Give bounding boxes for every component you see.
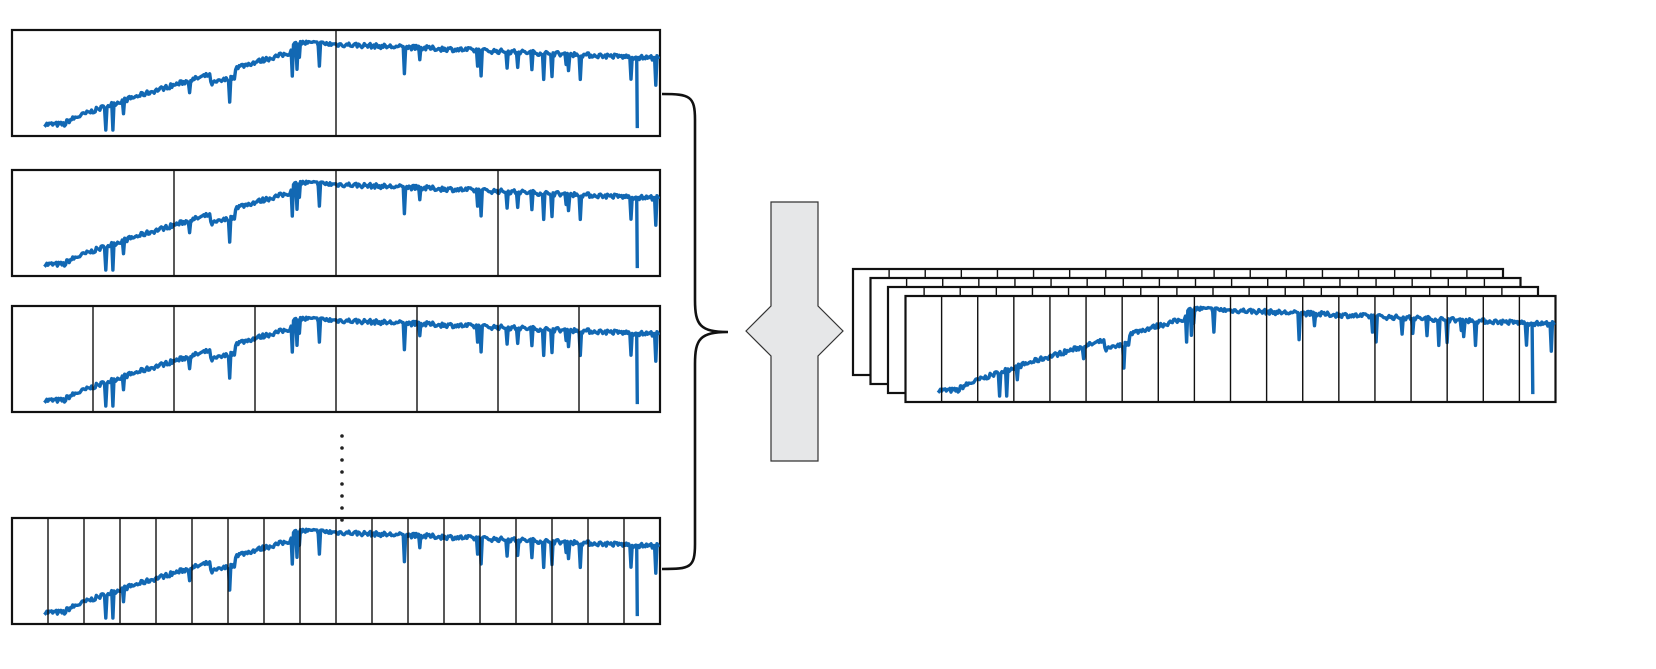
double-arrow-icon bbox=[745, 201, 844, 462]
signal-trace bbox=[43, 315, 660, 408]
brace-icon bbox=[661, 92, 729, 571]
ellipsis-dot bbox=[340, 470, 344, 474]
signal-trace bbox=[43, 179, 660, 272]
stacked-segment-panels bbox=[851, 267, 1557, 404]
stack-layer bbox=[904, 294, 1557, 404]
vertical-ellipsis-icon bbox=[340, 434, 344, 522]
ellipsis-dot bbox=[340, 506, 344, 510]
panel-split-2 bbox=[10, 28, 662, 138]
panel-split-4 bbox=[10, 168, 662, 278]
panel-split-8 bbox=[10, 304, 662, 414]
signal-trace bbox=[936, 305, 1556, 398]
ellipsis-dot bbox=[340, 458, 344, 462]
panel-split-18 bbox=[10, 516, 662, 626]
segmented-signal-panels bbox=[10, 28, 662, 626]
signal-trace bbox=[43, 39, 660, 132]
ellipsis-dot bbox=[340, 434, 344, 438]
ellipsis-dot bbox=[340, 482, 344, 486]
signal-trace bbox=[43, 527, 660, 620]
brace-path bbox=[661, 92, 729, 571]
ellipsis-dot bbox=[340, 446, 344, 450]
arrow-shape bbox=[745, 201, 844, 462]
ellipsis-dot bbox=[340, 494, 344, 498]
ellipsis-dot bbox=[340, 518, 344, 522]
